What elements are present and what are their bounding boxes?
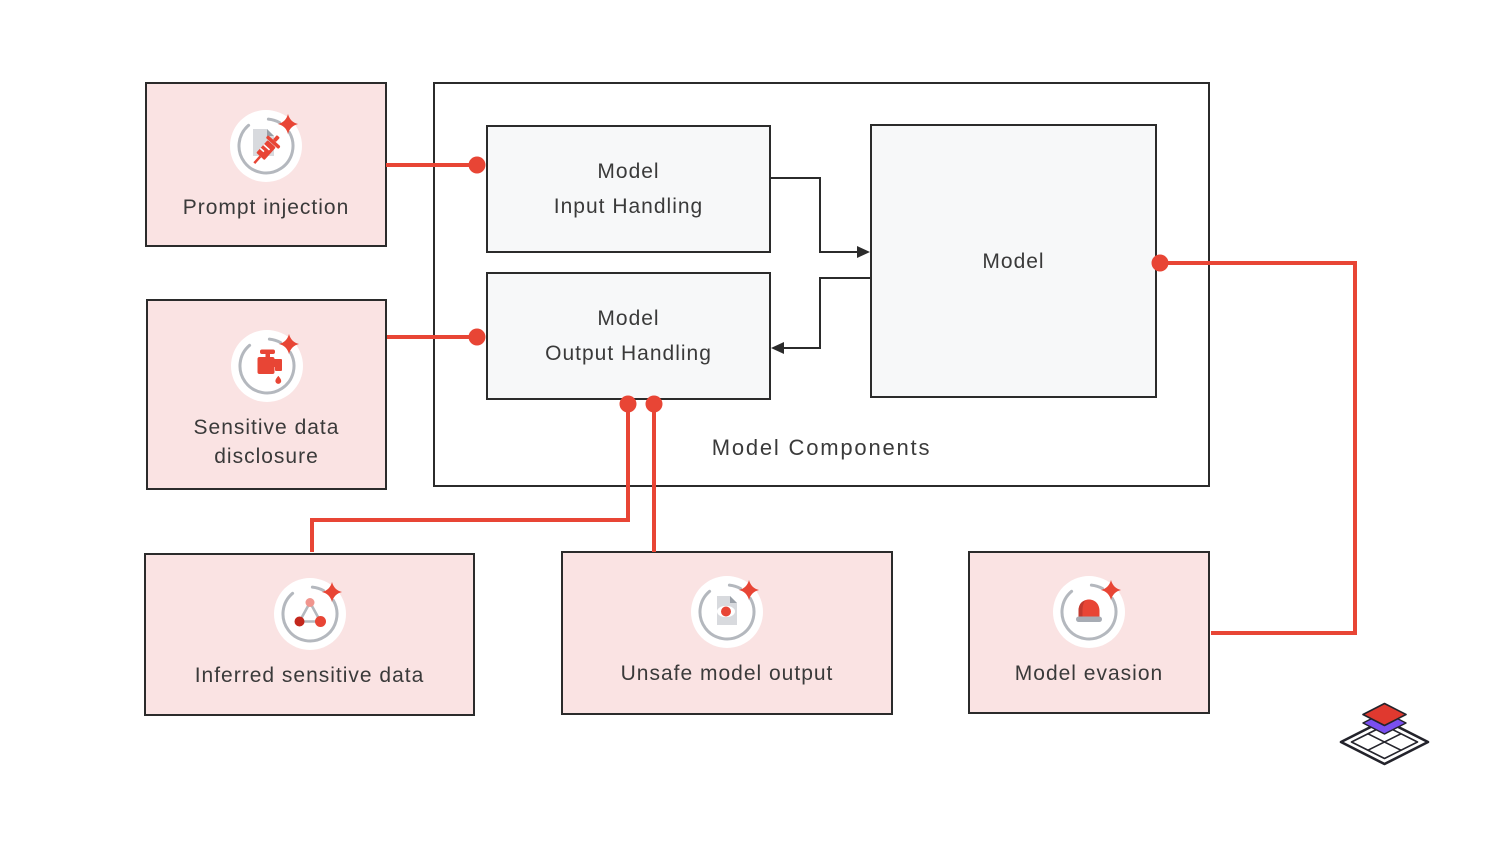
- threat-label: Model evasion: [1014, 662, 1164, 685]
- threat-label: Inferred sensitive data: [194, 664, 425, 687]
- model-input-handling-box: Model Input Handling: [486, 125, 771, 253]
- leaking-faucet-icon: [229, 328, 305, 404]
- model-components-label: Model Components: [711, 435, 932, 460]
- model-label: Model: [982, 249, 1045, 273]
- threat-card-model-evasion: Model evasion: [968, 551, 1210, 714]
- layered-diamond-logo: [1337, 702, 1432, 777]
- threat-card-prompt-injection: Prompt injection: [145, 82, 387, 247]
- model-output-handling-label-line2: Output Handling: [545, 342, 712, 365]
- model-box: Model: [870, 124, 1157, 398]
- threat-card-inferred-sensitive-data: Inferred sensitive data: [144, 553, 475, 716]
- threat-label: Sensitive data disclosure: [193, 416, 340, 468]
- document-eye-icon: [689, 574, 765, 650]
- model-output-handling-box: Model Output Handling: [486, 272, 771, 400]
- threat-label: Unsafe model output: [620, 662, 834, 685]
- model-input-handling-label-line1: Model: [597, 160, 660, 183]
- threat-card-unsafe-model-output: Unsafe model output: [561, 551, 893, 715]
- model-input-handling-label-line2: Input Handling: [553, 195, 704, 218]
- threat-card-sensitive-data-disclosure: Sensitive data disclosure: [146, 299, 387, 490]
- siren-icon: [1051, 574, 1127, 650]
- threat-label: Prompt injection: [182, 196, 350, 219]
- syringe-document-icon: [228, 108, 304, 184]
- triangle-nodes-icon: [272, 576, 348, 652]
- model-output-handling-label-line1: Model: [597, 307, 660, 330]
